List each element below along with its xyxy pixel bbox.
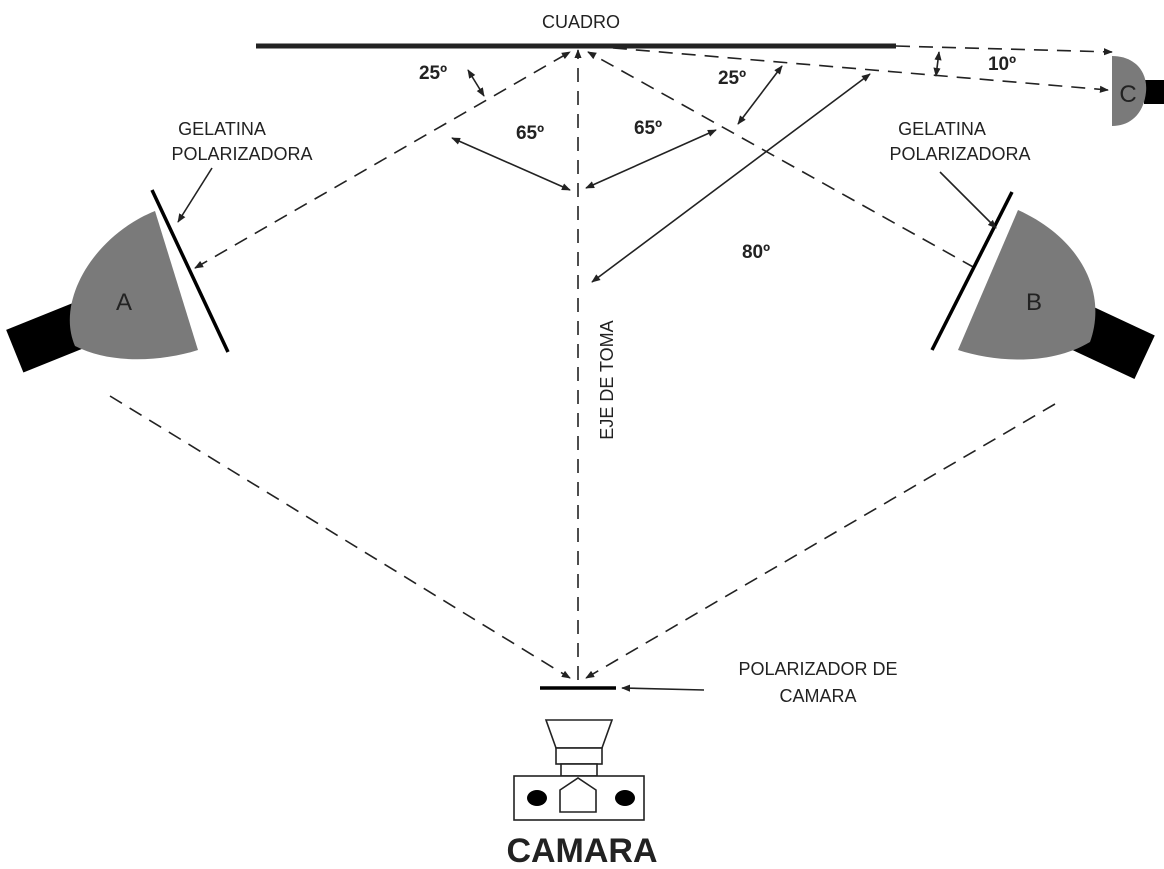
right-to-camera-ray	[585, 403, 1056, 679]
camera-icon	[513, 719, 645, 821]
gel-right-label-line2: POLARIZADORA	[889, 144, 1030, 164]
camera-polarizer-pointer	[621, 684, 705, 692]
angle-label-c-10: 10º	[988, 54, 1016, 75]
gel-left-label-line1: GELATINA	[178, 119, 266, 139]
angle-label-left-65: 65º	[516, 123, 544, 144]
camera-lens-mount	[560, 763, 598, 777]
lamp-c: C	[1112, 56, 1164, 126]
gel-right-pointer	[939, 171, 997, 229]
angle-arrow-wide-80	[591, 73, 871, 283]
lamp-b: B	[930, 191, 1155, 379]
gel-left-label-line2: POLARIZADORA	[171, 144, 312, 164]
lamp-c-body	[1112, 56, 1147, 126]
lamp-a-body	[69, 211, 199, 360]
angle-label-wide-80: 80º	[742, 242, 770, 263]
camera-left-knob	[527, 790, 547, 806]
left-to-camera-ray	[109, 395, 571, 679]
lamp-c-back	[1144, 80, 1164, 104]
camera-lens-hood	[544, 719, 614, 749]
shooting-axis-label: EJE DE TOMA	[597, 320, 617, 439]
gel-left-pointer	[177, 167, 213, 223]
lamp-a: A	[6, 189, 230, 373]
lamp-c-horizontal-ref	[895, 45, 1113, 56]
camera-right-knob	[615, 790, 635, 806]
lamp-a-to-frame-ray	[194, 51, 571, 269]
camera-polarizer-label-line2: CAMARA	[779, 686, 856, 706]
lamp-b-gel	[930, 191, 1014, 351]
angle-label-right-65: 65º	[634, 118, 662, 139]
lamp-a-label: A	[116, 289, 132, 316]
lamp-c-label: C	[1119, 81, 1136, 108]
angle-arrow-left-65	[451, 137, 571, 191]
angle-arrow-c-10	[933, 51, 942, 77]
frame-label: CUADRO	[542, 12, 620, 32]
lamp-b-body	[958, 210, 1096, 360]
camera-prism	[559, 777, 597, 813]
angle-arrow-left-25	[467, 69, 485, 97]
gel-right-label-line1: GELATINA	[898, 119, 986, 139]
camera-label: CAMARA	[506, 832, 657, 869]
angle-label-right-25: 25º	[718, 68, 746, 89]
camera-polarizer-label-line1: POLARIZADOR DE	[738, 659, 897, 679]
lamp-b-label: B	[1026, 289, 1042, 316]
camera-lens-barrel	[555, 747, 603, 765]
lamp-c-beam	[589, 45, 1109, 93]
angle-label-left-25: 25º	[419, 63, 447, 84]
lamp-a-gel	[150, 189, 230, 353]
